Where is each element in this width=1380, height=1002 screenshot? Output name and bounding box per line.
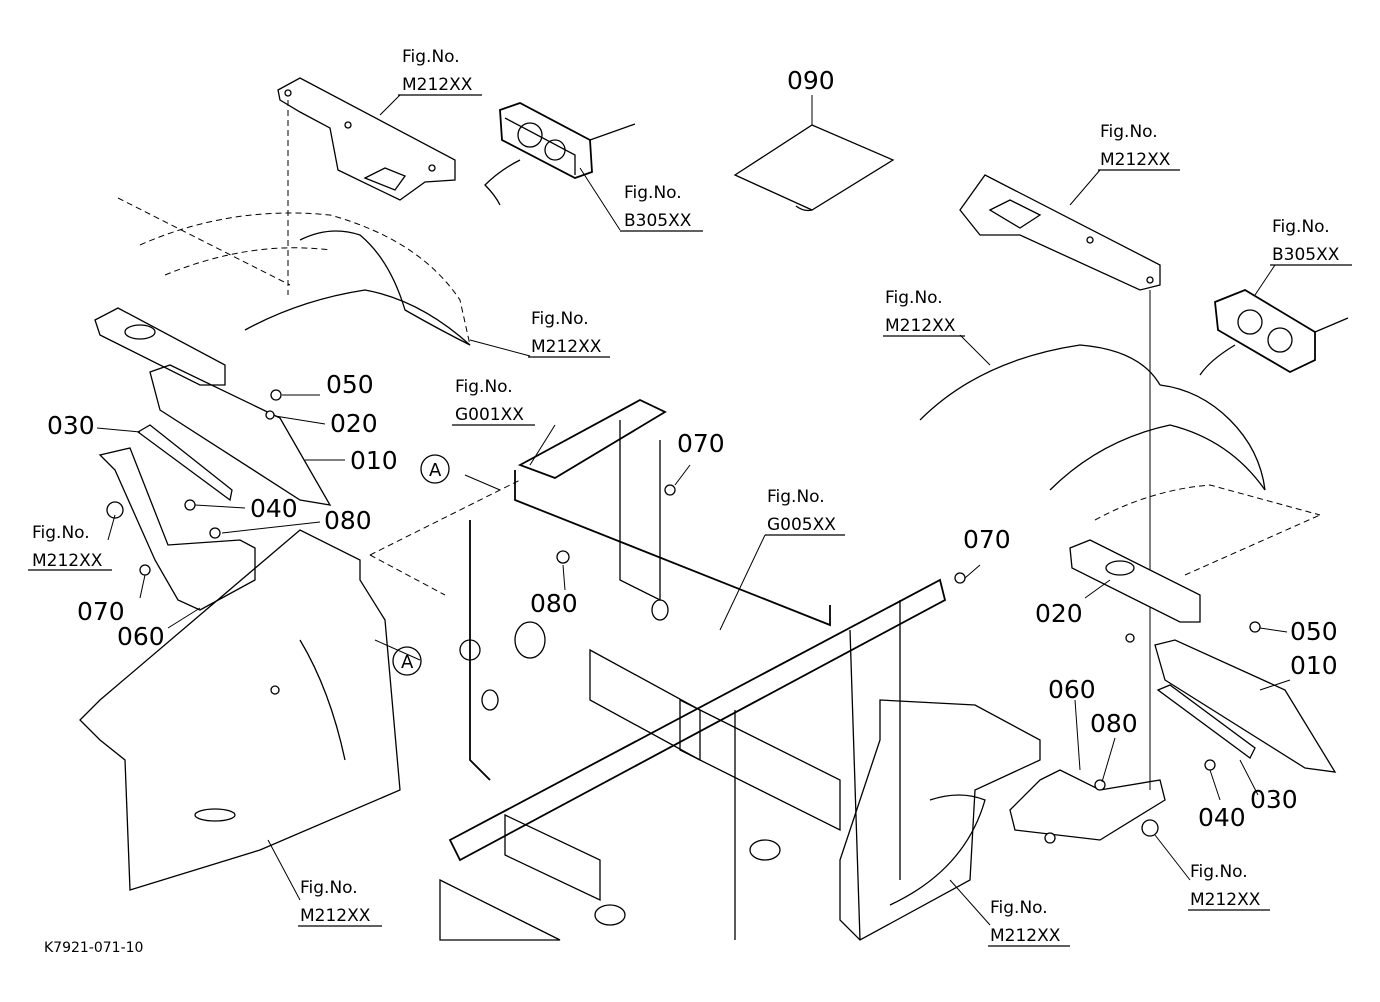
svg-text:Fig.No.: Fig.No.: [531, 309, 589, 329]
bracket-020-right: [1069, 539, 1201, 623]
callout-fig-left-fender: Fig.No. M212XX: [531, 309, 602, 357]
svg-text:M212XX: M212XX: [402, 75, 473, 95]
bolt-040-left-icon: [184, 499, 196, 511]
part-020-right: 020: [1035, 599, 1083, 628]
part-050-right: 050: [1290, 617, 1338, 646]
step-shield-left: [79, 447, 401, 891]
callout-fig-tr: Fig.No. M212XX: [1100, 122, 1171, 170]
ref-circle-a2: [392, 646, 422, 676]
callout-fig-right-fender: Fig.No. M212XX: [885, 288, 956, 336]
callout-fig-right-step: Fig.No. M212XX: [1190, 862, 1261, 910]
sheet-090: [733, 95, 895, 212]
tail-lamp-right: [1199, 288, 1349, 376]
svg-text:Fig.No.: Fig.No.: [624, 183, 682, 203]
svg-text:B305XX: B305XX: [624, 211, 692, 231]
part-050-left: 050: [326, 370, 374, 399]
svg-text:M212XX: M212XX: [990, 926, 1061, 946]
bolt-070-center-icon: [664, 484, 676, 496]
callout-fig-tl: Fig.No. M212XX: [402, 47, 473, 95]
svg-text:M212XX: M212XX: [1190, 890, 1261, 910]
washer-020-right-icon: [1125, 633, 1135, 643]
lamp-bracket-left: [277, 77, 456, 201]
part-070-center: 070: [677, 429, 725, 458]
part-020-left: 020: [330, 409, 378, 438]
svg-text:M212XX: M212XX: [531, 337, 602, 357]
lamp-bracket-right: [959, 174, 1161, 790]
bolt-m212-right-icon: [1141, 819, 1159, 837]
part-060-right: 060: [1048, 675, 1096, 704]
part-030-right: 030: [1250, 785, 1298, 814]
ref-a2: A: [401, 652, 414, 673]
part-080-left: 080: [324, 506, 372, 535]
svg-text:M212XX: M212XX: [300, 906, 371, 926]
svg-text:Fig.No.: Fig.No.: [402, 47, 460, 67]
part-030-left: 030: [47, 411, 95, 440]
svg-text:Fig.No.: Fig.No.: [885, 288, 943, 308]
svg-text:G001XX: G001XX: [455, 405, 524, 425]
part-060-left: 060: [117, 622, 165, 651]
svg-text:M212XX: M212XX: [885, 316, 956, 336]
bolt-070-left-icon: [139, 564, 151, 576]
bolt-070-right-icon: [954, 572, 966, 584]
reflector-010-right: [1154, 639, 1337, 773]
reflector-010-left: [136, 364, 332, 506]
callout-fig-bot-left: Fig.No. M212XX: [300, 878, 371, 926]
callout-underlines: [28, 94, 1352, 947]
svg-text:Fig.No.: Fig.No.: [1272, 217, 1330, 237]
callout-fig-left-step: Fig.No. M212XX: [32, 523, 103, 571]
svg-text:Fig.No.: Fig.No.: [1190, 862, 1248, 882]
tail-lamp-left: [484, 102, 636, 206]
nut-080-left-icon: [209, 527, 221, 539]
ref-a1: A: [429, 460, 442, 481]
callout-fig-bot-right: Fig.No. M212XX: [990, 898, 1061, 946]
svg-text:Fig.No.: Fig.No.: [990, 898, 1048, 918]
part-040-left: 040: [250, 494, 298, 523]
part-040-right: 040: [1198, 803, 1246, 832]
bolt-050-right-icon: [1249, 621, 1261, 633]
part-010-right: 010: [1290, 651, 1338, 680]
fender-left: [117, 100, 471, 346]
svg-text:M212XX: M212XX: [1100, 150, 1171, 170]
svg-text:B305XX: B305XX: [1272, 245, 1340, 265]
bolt-040-right-icon: [1204, 759, 1216, 771]
washer-020-left-icon: [265, 410, 275, 420]
svg-text:M212XX: M212XX: [32, 551, 103, 571]
step-shield-right: [839, 699, 1166, 941]
part-010-left: 010: [350, 446, 398, 475]
part-070-right: 070: [963, 525, 1011, 554]
leader-lines: [96, 94, 1291, 926]
main-frame: [369, 398, 947, 941]
svg-text:Fig.No.: Fig.No.: [32, 523, 90, 543]
svg-text:Fig.No.: Fig.No.: [1100, 122, 1158, 142]
fender-right: [919, 344, 1321, 576]
part-070-left: 070: [77, 597, 125, 626]
svg-text:Fig.No.: Fig.No.: [300, 878, 358, 898]
part-080-right: 080: [1090, 709, 1138, 738]
callout-fig-g005: Fig.No. G005XX: [767, 487, 836, 535]
ref-circle-a1: [420, 454, 450, 484]
callout-fig-tr2: Fig.No. B305XX: [1272, 217, 1340, 265]
bracket-020-left: [94, 307, 226, 386]
svg-text:Fig.No.: Fig.No.: [767, 487, 825, 507]
drawing-id: K7921-071-10: [44, 940, 143, 956]
bolt-m212-left-icon: [106, 501, 124, 519]
nut-080-center-icon: [556, 550, 570, 564]
callout-fig-frame: Fig.No. G001XX: [455, 377, 524, 425]
part-090: 090: [787, 66, 835, 95]
part-080-center: 080: [530, 589, 578, 618]
bolt-050-left-icon: [270, 389, 282, 401]
bolt-060-right-icon: [1044, 832, 1056, 844]
svg-text:G005XX: G005XX: [767, 515, 836, 535]
hardware: [106, 389, 1261, 844]
nut-080-right-icon: [1094, 779, 1106, 791]
svg-text:Fig.No.: Fig.No.: [455, 377, 513, 397]
callout-fig-tl2: Fig.No. B305XX: [624, 183, 692, 231]
